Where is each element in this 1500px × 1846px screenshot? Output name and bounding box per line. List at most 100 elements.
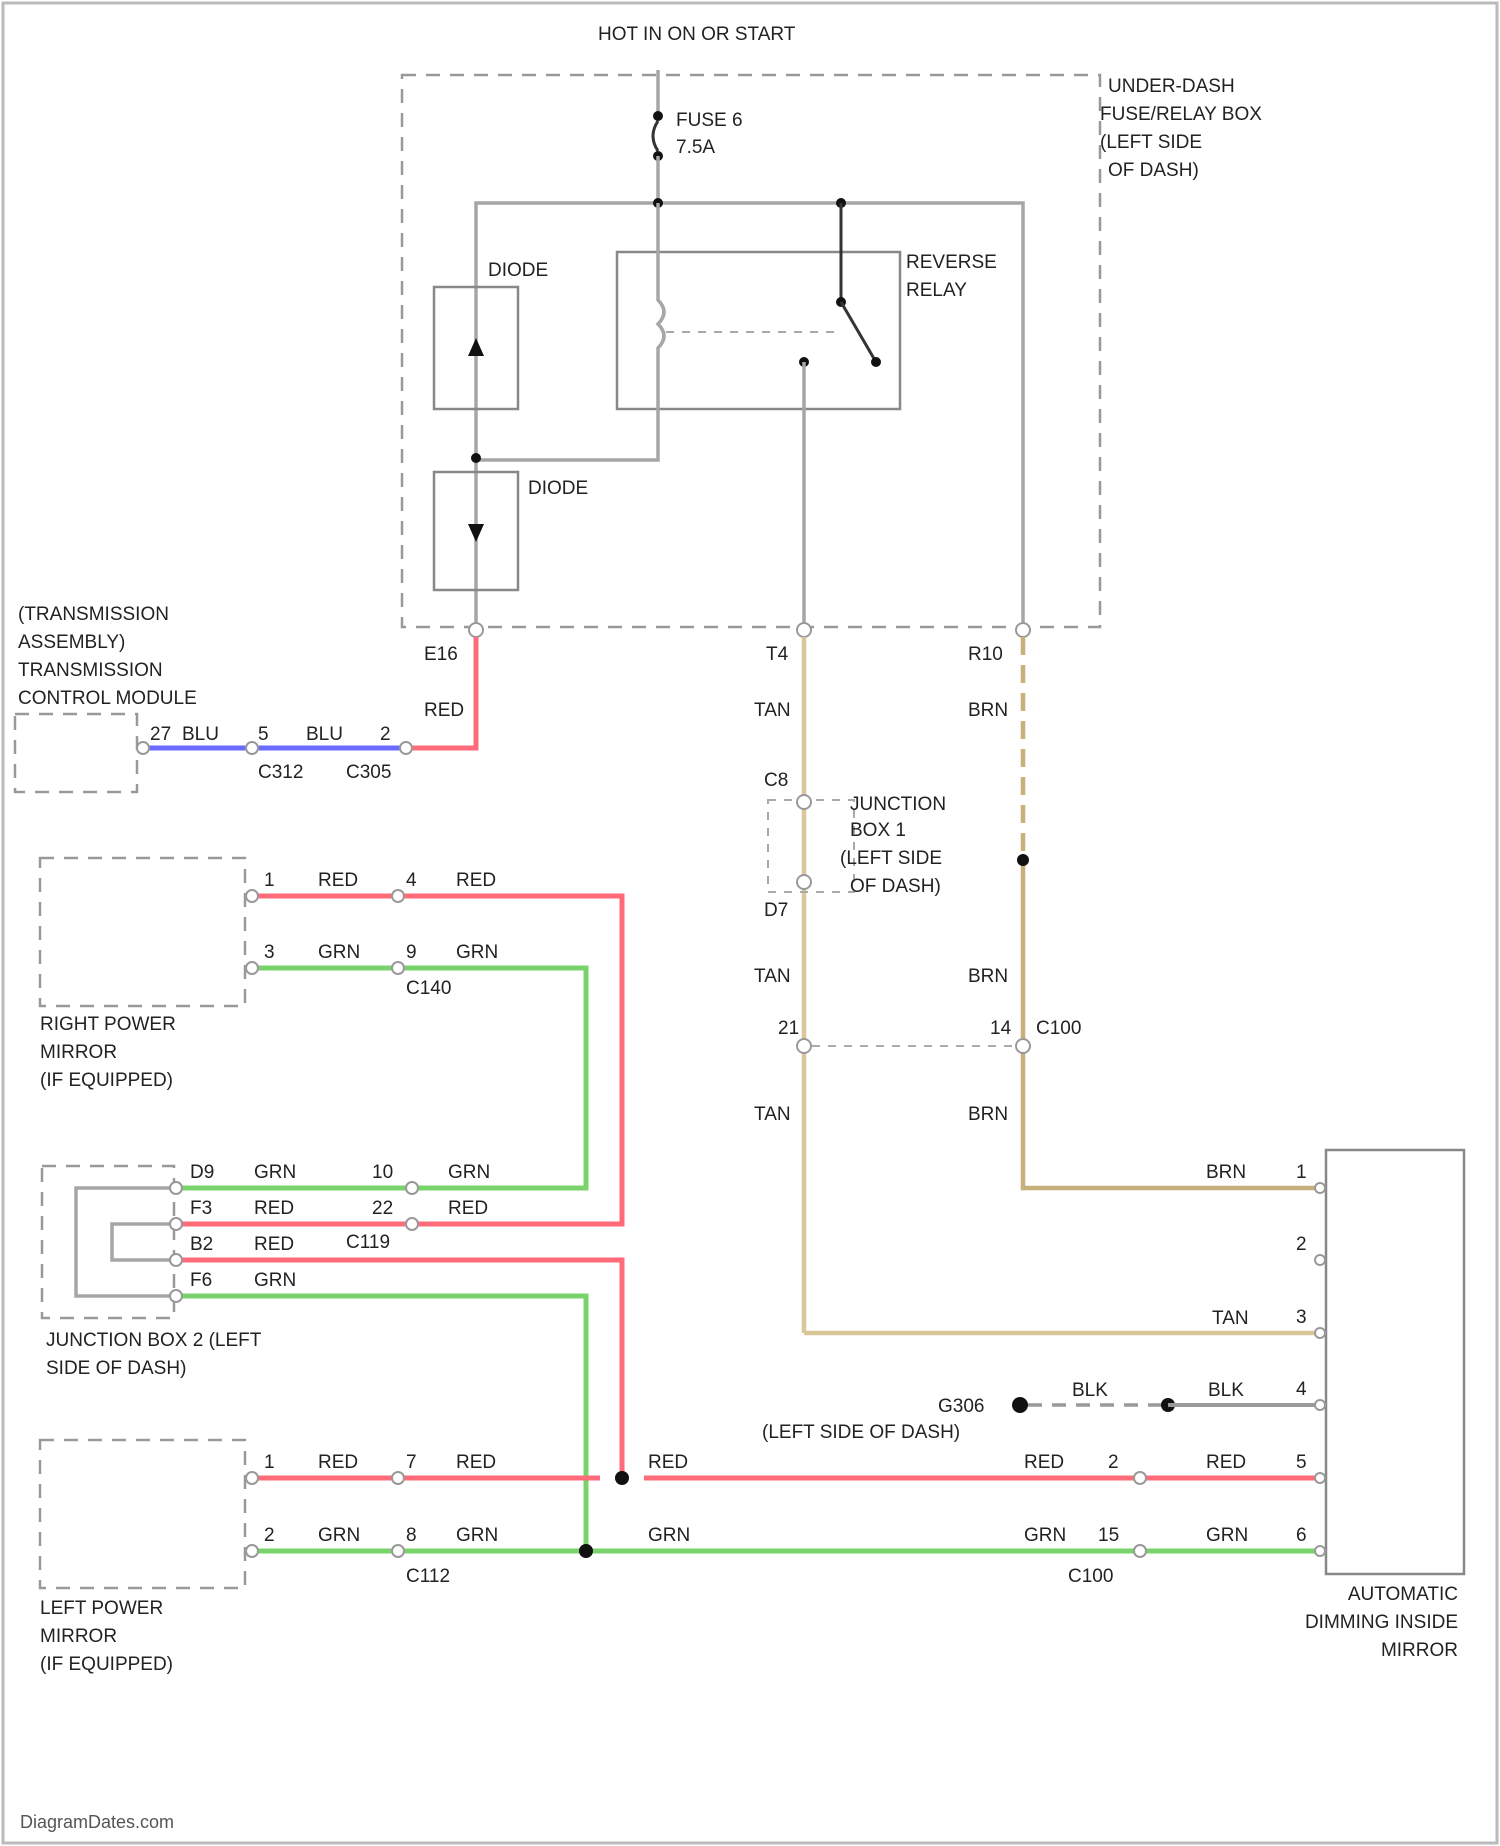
c140-pin-4 xyxy=(392,890,404,902)
rm-grn-label-1: GRN xyxy=(318,942,360,963)
fuse-6-symbol xyxy=(653,121,658,151)
tcm-pin-27 xyxy=(137,742,149,754)
jb1-label-3: (LEFT SIDE xyxy=(840,848,942,869)
lm-label-2: MIRROR xyxy=(40,1626,117,1647)
c100-pin-left-label: 21 xyxy=(778,1018,799,1039)
lm-c112-pin-7-label: 7 xyxy=(406,1452,417,1473)
jb2-pin-f6 xyxy=(170,1290,182,1302)
pin-e16-connector xyxy=(469,623,483,637)
red-splice-dot xyxy=(615,1471,629,1485)
grn-splice-dot xyxy=(579,1544,593,1558)
lm-label-3: (IF EQUIPPED) xyxy=(40,1654,173,1675)
jb2-label-1: JUNCTION BOX 2 (LEFT xyxy=(46,1330,262,1351)
c119-red-label: RED xyxy=(448,1198,488,1219)
brn-label-1: BRN xyxy=(968,700,1008,721)
jb1-pin-d7 xyxy=(797,875,811,889)
mirror-label-2: DIMMING INSIDE xyxy=(1305,1612,1458,1633)
c100-bottom-pin-2 xyxy=(1134,1472,1146,1484)
c312-label: C312 xyxy=(258,762,303,783)
c100-bottom-pin-15 xyxy=(1134,1545,1146,1557)
jb1-pin-top-label: C8 xyxy=(764,770,788,791)
lm-pin-1-label: 1 xyxy=(264,1452,275,1473)
mirror-pin-1-label: 1 xyxy=(1296,1162,1307,1183)
fuse-dot-top xyxy=(653,111,663,121)
c305-pin-label: 2 xyxy=(380,724,391,745)
relay-switch-arm xyxy=(841,302,876,362)
c312-connector xyxy=(246,742,258,754)
rm-pin-1-label: 1 xyxy=(264,870,275,891)
rm-red-label-1: RED xyxy=(318,870,358,891)
jb2-internal-loop-outer xyxy=(76,1188,174,1296)
bottom-grn-label-end: GRN xyxy=(1206,1525,1248,1546)
tcm-red-label: RED xyxy=(424,700,464,721)
fuse-rating-label: 7.5A xyxy=(676,137,715,158)
mirror-pin-6 xyxy=(1315,1546,1325,1556)
right-mirror-grn-wire xyxy=(252,968,586,1188)
jb2-d9-label: D9 xyxy=(190,1162,214,1183)
jb2-pin-d9 xyxy=(170,1182,182,1194)
tan-label-2: TAN xyxy=(754,966,791,987)
tcm-label-3: TRANSMISSION xyxy=(18,660,163,681)
lm-pin-2-label: 2 xyxy=(264,1525,275,1546)
diagram-frame xyxy=(3,3,1497,1843)
lm-c112-pin-8-label: 8 xyxy=(406,1525,417,1546)
relay-switch-contact-no xyxy=(871,357,881,367)
mirror-pin-1 xyxy=(1315,1183,1325,1193)
tan-label-3: TAN xyxy=(754,1104,791,1125)
c119-pin-10-label: 10 xyxy=(372,1162,393,1183)
relay-coil-wire xyxy=(476,203,664,460)
c112-pin-8 xyxy=(392,1545,404,1557)
rm-label-3: (IF EQUIPPED) xyxy=(40,1070,173,1091)
relay-label-2: RELAY xyxy=(906,280,967,301)
tcm-label-2: ASSEMBLY) xyxy=(18,632,125,653)
lm-grn-label-2: GRN xyxy=(456,1525,498,1546)
rm-red-label-2: RED xyxy=(456,870,496,891)
pin-e16-label: E16 xyxy=(424,644,458,665)
jb2-f6-label: F6 xyxy=(190,1270,212,1291)
c119-label: C119 xyxy=(346,1232,390,1253)
fuse-name-label: FUSE 6 xyxy=(676,110,743,131)
relay-label-1: REVERSE xyxy=(906,252,997,273)
tcm-blu-label-2: BLU xyxy=(306,724,343,745)
bottom-red-pin-label: 2 xyxy=(1108,1452,1119,1473)
jb1-pin-c8 xyxy=(797,795,811,809)
bottom-red-label-end: RED xyxy=(1206,1452,1246,1473)
diode-top-symbol xyxy=(468,338,484,356)
mirror-pin-3 xyxy=(1315,1328,1325,1338)
right-mirror-red-wire xyxy=(252,896,622,1224)
jb1-label-1: JUNCTION xyxy=(850,794,946,815)
rm-pin-1 xyxy=(246,890,258,902)
rm-pin-3-label: 3 xyxy=(264,942,275,963)
bottom-grn-label-right: GRN xyxy=(1024,1525,1066,1546)
tcm-label-1: (TRANSMISSION xyxy=(18,604,169,625)
pin-r10-label: R10 xyxy=(968,644,1003,665)
c312-pin-label: 5 xyxy=(258,724,269,745)
c112-pin-7 xyxy=(392,1472,404,1484)
jb2-internal-loop-inner xyxy=(112,1224,174,1260)
tcm-blu-label-1: BLU xyxy=(182,724,219,745)
mirror-pin-4-label: 4 xyxy=(1296,1379,1307,1400)
blk-label-1: BLK xyxy=(1072,1380,1108,1401)
mirror-pin-2 xyxy=(1315,1255,1325,1265)
power-source-label-1: HOT IN ON OR START xyxy=(598,24,796,45)
jb1-label-2: BOX 1 xyxy=(850,820,906,841)
rm-grn-label-2: GRN xyxy=(456,942,498,963)
c100-pin-21 xyxy=(797,1039,811,1053)
g306-ground-dot xyxy=(1012,1397,1028,1413)
diode-junction-dot xyxy=(471,453,481,463)
c140-label: C140 xyxy=(406,978,451,999)
c112-label: C112 xyxy=(406,1566,450,1587)
brn-label-3: BRN xyxy=(968,1104,1008,1125)
tcm-pin-label: 27 xyxy=(150,724,171,745)
left-power-mirror xyxy=(40,1440,245,1588)
bottom-grn-label-mid: GRN xyxy=(648,1525,690,1546)
tan-label-1: TAN xyxy=(754,700,791,721)
c119-grn-label: GRN xyxy=(448,1162,490,1183)
automatic-dimming-inside-mirror xyxy=(1326,1150,1464,1574)
pin-t4-label: T4 xyxy=(766,644,789,665)
diode-bottom-label: DIODE xyxy=(528,478,588,499)
rm-c140-pin-4-label: 4 xyxy=(406,870,417,891)
diode-top-label: DIODE xyxy=(488,260,548,281)
mirror-pin-3-label: 3 xyxy=(1296,1307,1307,1328)
mirror-label-3: MIRROR xyxy=(1381,1640,1458,1661)
